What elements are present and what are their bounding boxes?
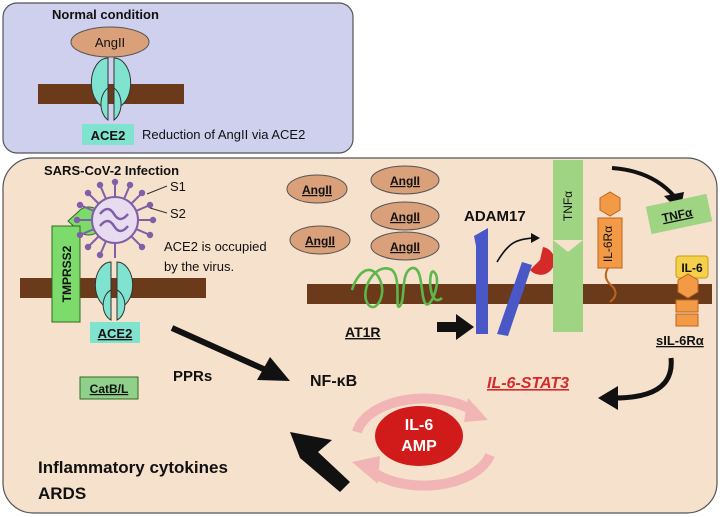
infection-ace2-receptor [94, 261, 134, 321]
adam17-protease [474, 228, 555, 336]
angii-label-5: AngII [390, 240, 420, 254]
at1r-label: AT1R [345, 324, 381, 340]
infection-membrane-right [307, 284, 712, 304]
amp-label-line1: IL-6 [405, 417, 434, 434]
arrow-to-outcomes [290, 432, 350, 492]
nfkb-label: NF-κB [310, 373, 357, 390]
shedding-arrow [611, 166, 676, 198]
soluble-il6-complex [675, 255, 709, 327]
membrane-il6ra [597, 191, 623, 303]
infection-panel: SARS-CoV-2 Infection TMPRSS2 [2, 157, 718, 514]
tmprss2-label: TMPRSS2 [60, 245, 74, 302]
infection-ace2-box [90, 322, 140, 343]
il6ra-membrane-label: IL-6Rα [601, 226, 615, 262]
amp-label-line2: AMP [401, 438, 437, 455]
reduction-text: Reduction of AngII via ACE2 [142, 127, 305, 142]
arrow-to-il6-stat3-head [598, 386, 618, 410]
normal-ace2-receptor [90, 57, 132, 121]
normal-ace2-box [82, 124, 134, 145]
outcome-line2: ARDS [38, 484, 86, 503]
angii-label-4: AngII [305, 234, 335, 248]
sars-cov-2-virus [73, 178, 157, 259]
soluble-tnfa [645, 193, 713, 235]
tnfa-soluble-label: TNFα [661, 205, 695, 225]
adam17-label: ADAM17 [464, 208, 526, 225]
il6-soluble-label: IL-6 [681, 261, 703, 275]
infection-ace2-label: ACE2 [98, 326, 133, 341]
occupied-text-line2: by the virus. [164, 259, 234, 274]
occupied-text-line1: ACE2 is occupied [164, 239, 267, 254]
tnfa-membrane-label: TNFα [561, 191, 575, 221]
angii-label-1: AngII [302, 183, 332, 197]
angii-cluster [286, 165, 440, 261]
arrow-at1r-to-adam17 [437, 314, 474, 340]
angii-label-3: AngII [390, 210, 420, 224]
normal-angii-label: AngII [95, 35, 125, 50]
pprs-label: PPRs [173, 368, 212, 385]
membrane-tnfa [553, 160, 583, 332]
s2-pointer [149, 207, 168, 214]
catbl-box [79, 376, 139, 400]
angii-label-2: AngII [390, 174, 420, 188]
s1-label: S1 [170, 179, 186, 194]
sil6ra-label: sIL-6Rα [656, 333, 704, 348]
arrow-to-il6-stat3 [613, 357, 674, 401]
cleavage-arrowhead [531, 233, 540, 243]
normal-angii-oval [70, 26, 150, 58]
normal-ace2-label: ACE2 [91, 128, 126, 143]
normal-condition-panel: Normal condition AngII ACE2 Reduction of… [2, 2, 354, 154]
s2-label: S2 [170, 206, 186, 221]
il6-stat3-label: IL-6-STAT3 [487, 375, 569, 392]
at1r-receptor [350, 266, 443, 309]
arrow-to-nfkb [170, 325, 290, 381]
outcome-line1: Inflammatory cytokines [38, 458, 228, 477]
infection-title: SARS-CoV-2 Infection [44, 163, 179, 178]
cleavage-arrow [496, 237, 533, 263]
infection-membrane-left [20, 278, 206, 298]
s1-pointer [146, 185, 168, 195]
normal-membrane [38, 84, 184, 104]
normal-condition-title: Normal condition [52, 7, 159, 22]
il6-amp-cycle [352, 393, 495, 491]
catbl-label: CatB/L [90, 382, 129, 396]
